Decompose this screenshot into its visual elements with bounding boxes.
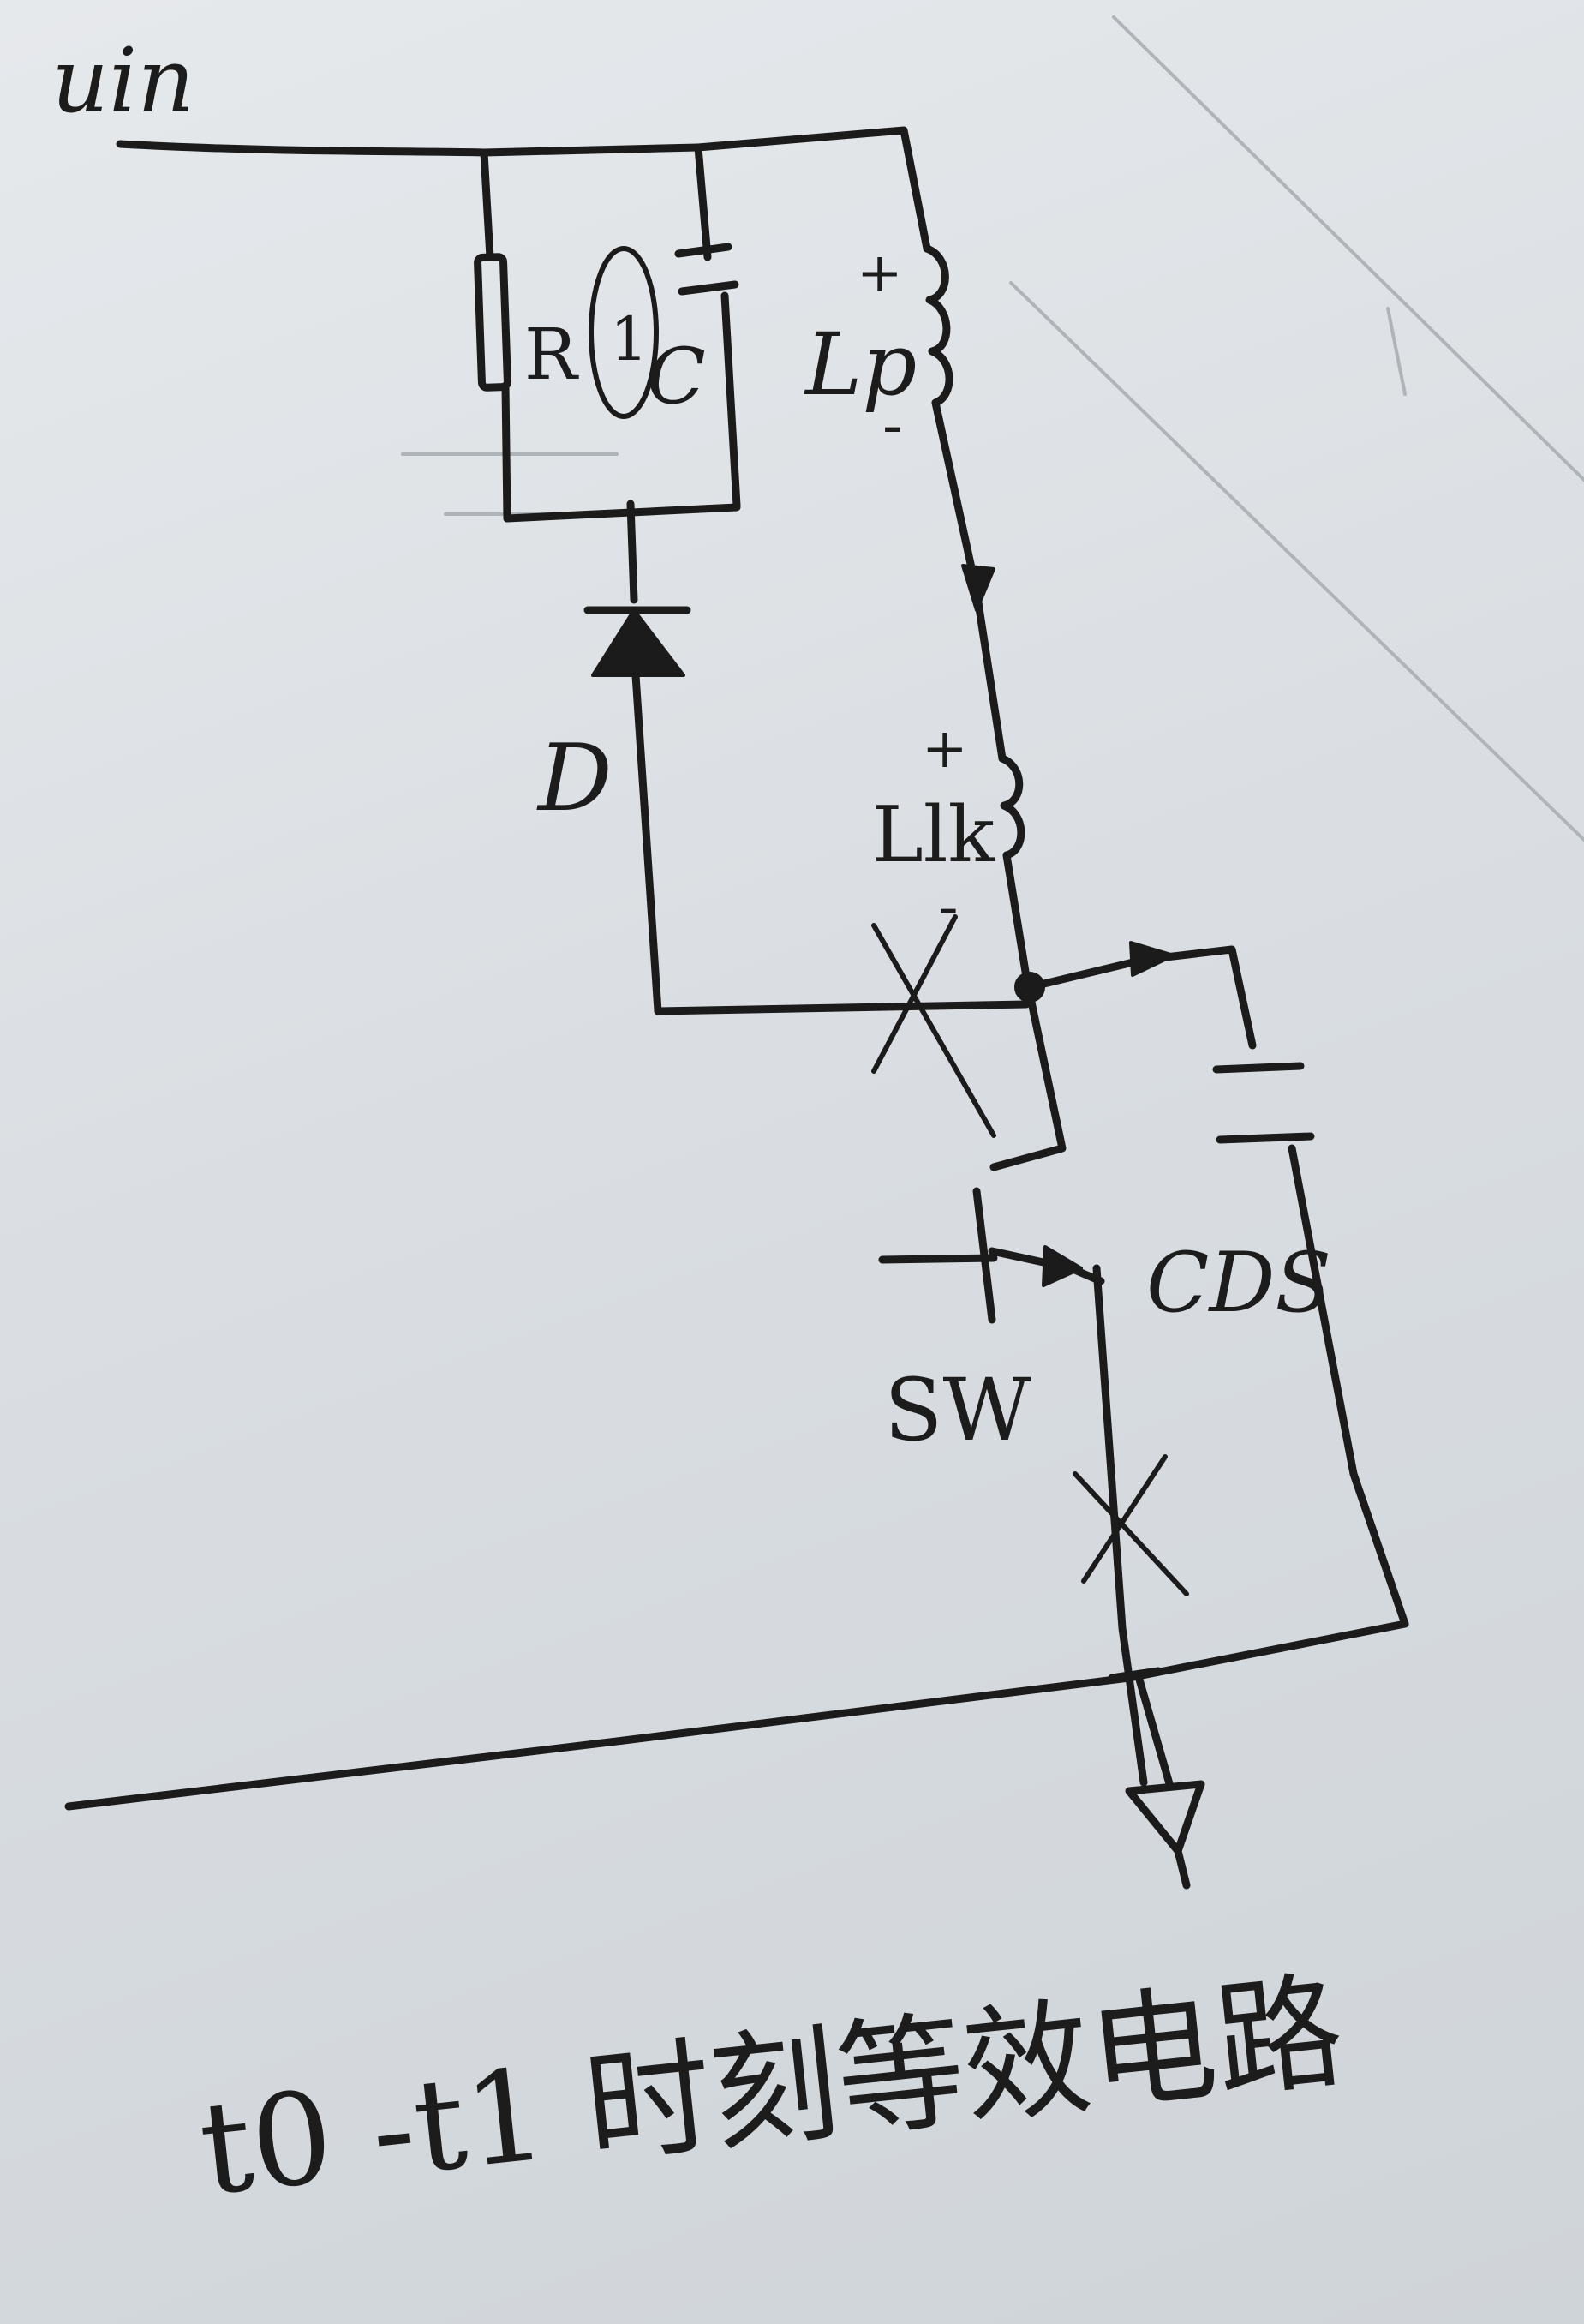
diode-triangle bbox=[591, 608, 685, 677]
leakage-inductor-label: Llk bbox=[872, 790, 996, 880]
switch-emitter-arrow bbox=[1042, 1245, 1083, 1287]
snubber-left-wire bbox=[480, 148, 494, 261]
leakage-minus-label: - bbox=[938, 872, 959, 942]
capacitor-ds-plate-bottom bbox=[1216, 1132, 1315, 1144]
top-bus-wire bbox=[694, 126, 931, 253]
input-wire bbox=[116, 140, 702, 157]
switch-gate-wire bbox=[878, 1254, 998, 1264]
primary-plus-label: + bbox=[857, 242, 903, 305]
leakage-to-node-wire bbox=[1002, 851, 1031, 981]
ground-rail-wire bbox=[1125, 1620, 1409, 1682]
ground-triangle-icon bbox=[1125, 1780, 1205, 1890]
diode-upper-wire bbox=[626, 500, 638, 604]
primary-minus-label: - bbox=[882, 390, 903, 460]
cross-out-mark-lower bbox=[1073, 1454, 1189, 1596]
capacitor-ds-plate-top bbox=[1212, 1062, 1305, 1074]
snubber-right-wire bbox=[694, 143, 712, 261]
resistor-body bbox=[474, 253, 511, 392]
primary-inductor-coil bbox=[923, 244, 953, 407]
caption: t0 -t1 时刻等效电路 bbox=[194, 1957, 1350, 2224]
snubber-right-lower-wire bbox=[720, 291, 741, 510]
vin-label: uin bbox=[51, 28, 194, 133]
capacitor-label: C bbox=[647, 332, 706, 422]
switch-collector-wire bbox=[989, 990, 1067, 1171]
resistor-label: R bbox=[524, 314, 579, 396]
diode-label: D bbox=[536, 725, 613, 832]
diode-lower-wire bbox=[631, 671, 662, 1015]
current-arrow-right bbox=[1129, 941, 1175, 977]
switch-source-wire bbox=[1092, 1264, 1148, 1787]
ground-wire bbox=[1135, 1675, 1175, 1791]
capacitor-ds-label: CDS bbox=[1146, 1235, 1331, 1331]
cross-out-mark-upper bbox=[871, 914, 996, 1138]
primary-inductor-label: Lp bbox=[804, 314, 917, 415]
capacitor-c-plate-top bbox=[674, 243, 732, 258]
current-arrow-down bbox=[961, 564, 995, 612]
snubber-bottom-wire bbox=[503, 503, 741, 523]
circled-mark-outline bbox=[589, 246, 659, 419]
circled-mark-label: 1 bbox=[610, 304, 649, 374]
leakage-inductor-coil bbox=[998, 754, 1025, 860]
ground-junction-block bbox=[1108, 1667, 1163, 1682]
cds-top-wire bbox=[1025, 945, 1257, 1050]
bottom-return-wire bbox=[64, 1674, 1133, 1811]
snubber-left-lower-wire bbox=[501, 381, 511, 523]
leakage-plus-label: + bbox=[922, 717, 968, 781]
cds-bottom-wire bbox=[1288, 1144, 1409, 1628]
switch-label: SW bbox=[884, 1360, 1031, 1460]
capacitor-c-plate-bottom bbox=[678, 280, 739, 296]
diode-return-wire bbox=[654, 1000, 1031, 1015]
